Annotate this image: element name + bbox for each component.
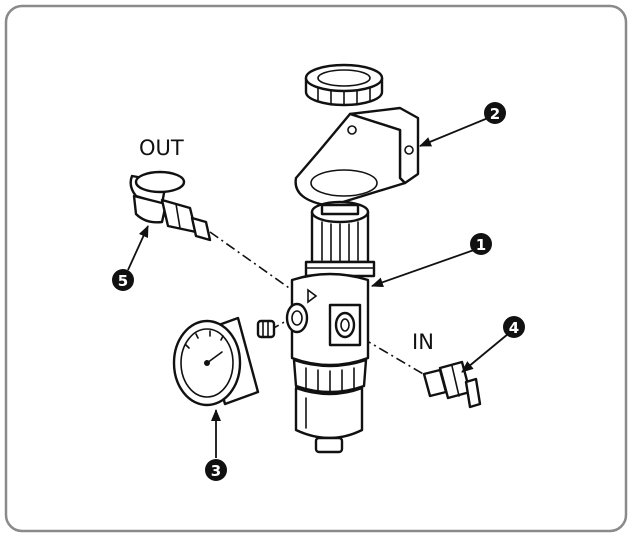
assembly-axis-out <box>209 231 293 291</box>
svg-text:4: 4 <box>509 319 519 337</box>
leader-5 <box>127 225 149 271</box>
svg-text:1: 1 <box>476 236 486 254</box>
callout-4: 4 <box>503 316 525 338</box>
regulator-body-part <box>285 272 370 367</box>
assembly-axis-in <box>361 337 426 376</box>
in-label: IN <box>412 330 434 354</box>
regulator-knob-part <box>304 200 376 278</box>
callout-1: 1 <box>470 233 492 255</box>
leader-2 <box>419 117 489 147</box>
leader-1 <box>371 249 475 288</box>
svg-text:5: 5 <box>118 272 128 290</box>
svg-text:3: 3 <box>211 462 221 480</box>
lock-ring-part <box>304 63 384 107</box>
filter-bowl-part <box>292 358 368 454</box>
outlet-fitting-part <box>129 170 212 242</box>
pressure-gauge-part <box>172 316 276 407</box>
svg-text:2: 2 <box>490 105 500 123</box>
out-label: OUT <box>139 136 184 160</box>
inlet-fitting-part <box>422 360 482 409</box>
callout-2: 2 <box>484 102 506 124</box>
mounting-bracket-part <box>294 106 420 208</box>
callout-3: 3 <box>205 459 227 481</box>
leader-4 <box>461 333 509 373</box>
callout-5: 5 <box>112 269 134 291</box>
